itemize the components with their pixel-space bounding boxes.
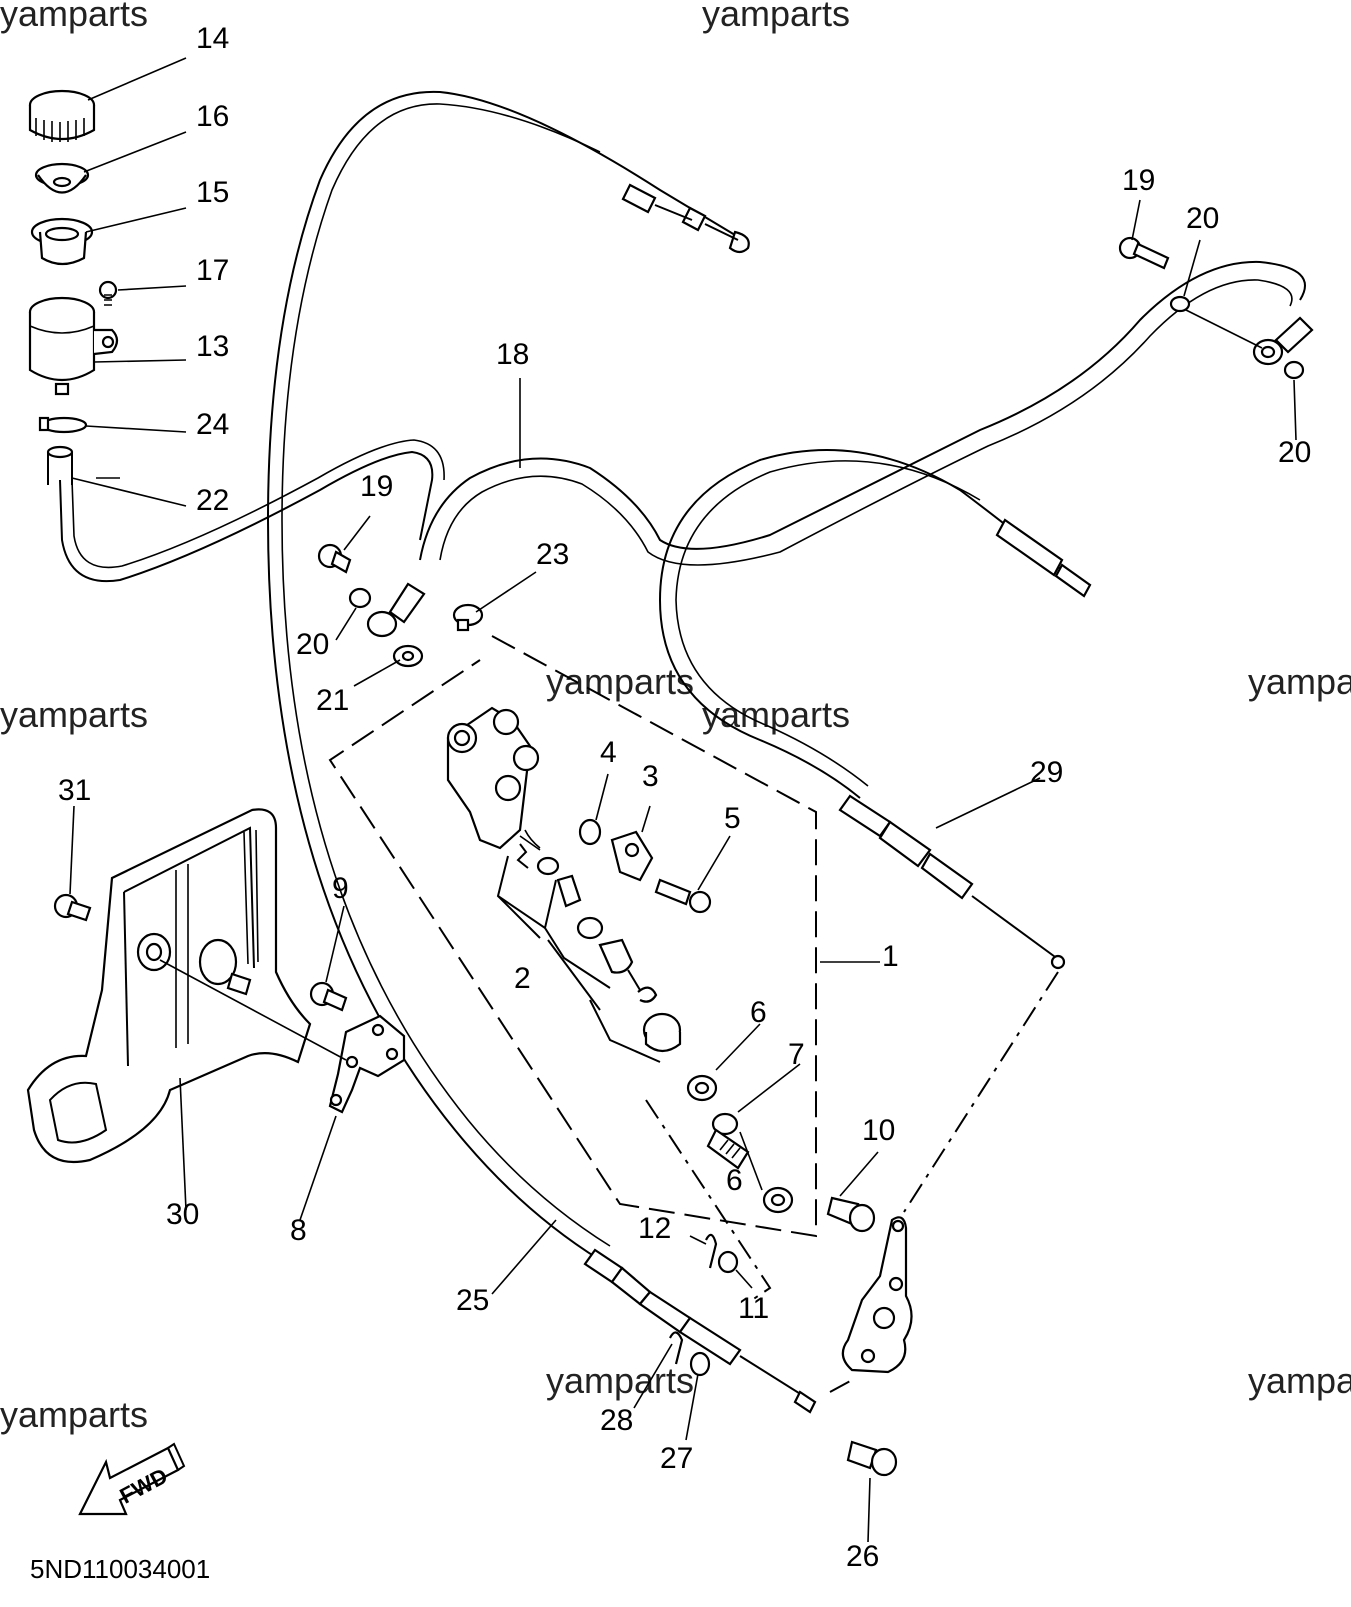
cable-25-lower-end bbox=[583, 1248, 817, 1414]
diagram-code: 5ND110034001 bbox=[30, 1554, 210, 1584]
callout-4: 4 bbox=[600, 736, 617, 769]
watermark: yamparts bbox=[546, 1360, 694, 1401]
washer-11 bbox=[717, 1250, 739, 1274]
screw-5 bbox=[654, 878, 712, 914]
hose-22-inner bbox=[71, 439, 445, 569]
rod-end-7 bbox=[706, 1112, 750, 1170]
callout-2: 2 bbox=[514, 962, 531, 995]
watermark: yamparts bbox=[1248, 661, 1351, 702]
watermark: yamparts bbox=[0, 694, 148, 735]
callout-28: 28 bbox=[600, 1404, 633, 1437]
kit-box-outline bbox=[328, 635, 817, 1238]
callout-25: 25 bbox=[456, 1284, 489, 1317]
nut-6-upper bbox=[686, 1074, 718, 1102]
hose-piece-22 bbox=[46, 445, 74, 485]
hose-clamp-23 bbox=[452, 603, 484, 632]
o-ring-4 bbox=[578, 818, 602, 846]
leader-dashdot-29 bbox=[903, 971, 1059, 1213]
callout-7: 7 bbox=[788, 1038, 805, 1071]
callout-21: 21 bbox=[316, 684, 349, 717]
callout-3: 3 bbox=[642, 760, 659, 793]
hose-joint-3 bbox=[610, 830, 654, 882]
callout-27: 27 bbox=[660, 1442, 693, 1475]
hose-22 bbox=[59, 450, 434, 583]
washer-27 bbox=[689, 1351, 711, 1377]
watermark: yamparts bbox=[546, 661, 694, 702]
leader-line-heel bbox=[159, 959, 347, 1061]
callout-20: 20 bbox=[1278, 436, 1311, 469]
callout-9: 9 bbox=[332, 872, 349, 905]
watermark: yamparts bbox=[702, 0, 850, 34]
gasket-20-right-a bbox=[1169, 295, 1191, 313]
callout-13: 13 bbox=[196, 330, 229, 363]
banjo-fitting-left bbox=[366, 582, 426, 638]
pin-10 bbox=[826, 1196, 876, 1233]
fwd-arrow-icon: FWD bbox=[78, 1442, 186, 1516]
gasket-21 bbox=[392, 644, 424, 668]
pin-26 bbox=[846, 1440, 898, 1477]
cable-25-upper-end bbox=[621, 183, 750, 254]
callout-10: 10 bbox=[862, 1114, 895, 1147]
union-bolt-19-right bbox=[1118, 236, 1170, 270]
callout-22: 22 bbox=[196, 484, 229, 517]
diaphragm-15 bbox=[30, 217, 94, 266]
gasket-20-left bbox=[348, 587, 372, 609]
banjo-fitting-right bbox=[1252, 316, 1314, 366]
watermark: yamparts bbox=[702, 694, 850, 735]
callout-26: 26 bbox=[846, 1540, 879, 1573]
master-cylinder-body bbox=[446, 706, 540, 850]
callout-15: 15 bbox=[196, 176, 229, 209]
cotter-pin-12 bbox=[705, 1233, 718, 1269]
callout-30: 30 bbox=[166, 1198, 199, 1231]
reservoir-cap-14 bbox=[28, 89, 96, 142]
union-bolt-19-left bbox=[317, 543, 352, 574]
callout-23: 23 bbox=[536, 538, 569, 571]
callout-19: 19 bbox=[360, 470, 393, 503]
reservoir-tank-13 bbox=[28, 296, 119, 396]
callout-6: 6 bbox=[726, 1164, 743, 1197]
watermark: yamparts bbox=[1248, 1360, 1351, 1401]
callout-20: 20 bbox=[296, 628, 329, 661]
brake-lever-arm bbox=[841, 1216, 913, 1374]
callout-14: 14 bbox=[196, 22, 229, 55]
callout-6: 6 bbox=[750, 996, 767, 1029]
callout-24: 24 bbox=[196, 408, 229, 441]
gasket-20-right-b bbox=[1283, 360, 1305, 380]
diaphragm-plate-16 bbox=[34, 162, 90, 194]
callout-12: 12 bbox=[638, 1212, 671, 1245]
hose-clamp-24 bbox=[38, 416, 88, 434]
leader-dashdot-25 bbox=[829, 1379, 853, 1393]
callout-5: 5 bbox=[724, 802, 741, 835]
cable-25-outline-inner bbox=[281, 103, 611, 1247]
callout-31: 31 bbox=[58, 774, 91, 807]
nut-6-lower bbox=[762, 1186, 794, 1214]
screw-9 bbox=[309, 981, 348, 1012]
leader-line bbox=[1185, 309, 1297, 441]
leader-dashdot-kit bbox=[645, 1099, 772, 1301]
cable-29 bbox=[658, 449, 1086, 799]
heel-guard-30 bbox=[26, 808, 312, 1164]
callout-20: 20 bbox=[1186, 202, 1219, 235]
piston-kit-2 bbox=[496, 829, 682, 1063]
callout-17: 17 bbox=[196, 254, 229, 287]
hose-18-inner bbox=[439, 279, 1293, 566]
cable-29-ends bbox=[838, 518, 1092, 970]
callout-29: 29 bbox=[1030, 756, 1063, 789]
screw-31 bbox=[53, 893, 92, 922]
cable-25-outline bbox=[266, 90, 741, 1261]
callout-18: 18 bbox=[496, 338, 529, 371]
cotter-pin-28 bbox=[669, 1331, 684, 1365]
callout-1: 1 bbox=[882, 940, 899, 973]
watermark: yamparts bbox=[0, 1394, 148, 1435]
screw-17 bbox=[98, 280, 118, 306]
watermark: yamparts bbox=[0, 0, 148, 34]
callout-leaders bbox=[69, 57, 1201, 1543]
cable-29-inner bbox=[675, 460, 981, 787]
bracket-8 bbox=[328, 1014, 406, 1114]
callout-11: 11 bbox=[738, 1292, 769, 1325]
callout-8: 8 bbox=[290, 1214, 307, 1247]
callout-19: 19 bbox=[1122, 164, 1155, 197]
callout-16: 16 bbox=[196, 100, 229, 133]
